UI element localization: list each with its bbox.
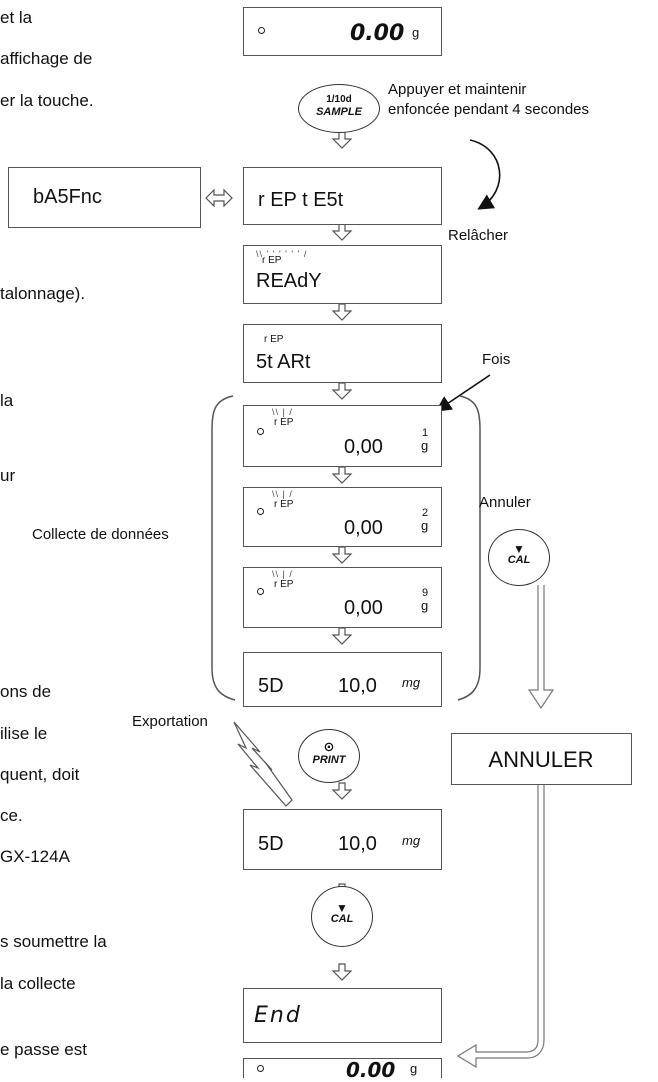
left-text-line: la xyxy=(0,391,14,410)
display-ready-text: REAdY xyxy=(256,270,322,292)
display-unit: mg xyxy=(402,833,421,848)
left-text-line: et la xyxy=(0,8,33,27)
display-value: 10,0 xyxy=(338,675,377,697)
count-label: Fois xyxy=(482,351,511,368)
triangle-down-icon: ▼ xyxy=(336,901,348,915)
display-start-text: 5t ARt xyxy=(256,351,311,373)
sample-count: 9 xyxy=(422,587,429,599)
sample-count: 1 xyxy=(422,427,429,439)
display-small-text: r EP xyxy=(262,255,282,266)
down-arrow-icon xyxy=(331,223,353,241)
left-text-line: quent, doit xyxy=(0,765,80,784)
display-data-1: \\ | / r EP 0,00 1 g xyxy=(243,405,442,467)
export-label: Exportation xyxy=(132,713,208,730)
left-text-line: ce. xyxy=(0,806,23,825)
left-text-line: la collecte xyxy=(0,974,76,993)
display-data-3: \\ | / r EP 0,00 9 g xyxy=(243,567,442,628)
display-small-text: r EP xyxy=(274,417,294,428)
display-end: End xyxy=(243,988,442,1043)
down-arrow-icon xyxy=(331,963,353,981)
left-text-line: ur xyxy=(0,466,16,485)
hold-instruction-line2: enfoncée pendant 4 secondes xyxy=(388,101,589,118)
hold-instruction-line1: Appuyer et maintenir xyxy=(388,81,527,98)
triangle-down-icon: ▼ xyxy=(513,542,525,556)
sample-key-top: 1/10d xyxy=(326,94,352,105)
display-func: bA5Fnc xyxy=(8,167,201,228)
left-text-line: e passe est xyxy=(0,1040,87,1059)
sample-key-bottom: SAMPLE xyxy=(316,106,362,118)
left-text-line: GX-124A xyxy=(0,847,70,866)
display-value: 0,00 xyxy=(344,517,383,539)
display-ready: \\ ' ' ' ' ' ' / r EP REAdY xyxy=(243,245,442,304)
display-cancel: ANNULER xyxy=(451,733,632,785)
display-sd-label: 5D xyxy=(258,833,284,855)
stable-indicator-icon xyxy=(257,508,264,515)
stable-indicator-icon xyxy=(257,428,264,435)
display-rep-test: r EP t E5t xyxy=(243,167,442,225)
curved-arrow-icon xyxy=(469,139,501,210)
print-icon: ⊙ xyxy=(323,739,335,754)
print-key[interactable]: ⊙ PRINT xyxy=(298,729,360,783)
cal-key-label: CAL xyxy=(507,554,531,566)
cal-key[interactable]: ▼ CAL xyxy=(311,886,373,947)
left-text-line: affichage de xyxy=(0,49,93,68)
display-unit: g xyxy=(421,518,429,533)
left-text-line: er la touche. xyxy=(0,91,94,110)
sample-key[interactable]: 1/10d SAMPLE xyxy=(298,84,380,133)
cancel-label: Annuler xyxy=(479,494,531,511)
display-unit: g xyxy=(421,598,429,613)
lightning-icon xyxy=(233,721,293,807)
down-arrow-icon xyxy=(331,466,353,484)
display-data-2: \\ | / r EP 0,00 2 g xyxy=(243,487,442,547)
display-small-text: r EP xyxy=(274,499,294,510)
down-arrow-icon xyxy=(331,782,353,800)
display-unit: g xyxy=(412,25,420,40)
collection-label: Collecte de données xyxy=(32,526,169,543)
display-value: 0.00 xyxy=(346,1058,396,1082)
display-unit: mg xyxy=(402,675,421,690)
cal-key-label: CAL xyxy=(330,913,354,925)
stable-indicator-icon xyxy=(258,27,265,34)
display-unit: g xyxy=(410,1061,418,1076)
display-end-text: End xyxy=(254,1003,302,1028)
print-key-label: PRINT xyxy=(312,754,346,766)
double-arrow-icon xyxy=(205,188,233,208)
left-text-line: ons de xyxy=(0,682,52,701)
release-label: Relâcher xyxy=(448,227,509,244)
down-arrow-icon xyxy=(331,627,353,645)
down-arrow-icon xyxy=(331,303,353,321)
display-sd-2: 5D 10,0 mg xyxy=(243,809,442,870)
display-value: 0,00 xyxy=(344,597,383,619)
down-arrow-icon xyxy=(331,382,353,400)
down-arrow-icon xyxy=(331,546,353,564)
display-rep-text: r EP t E5t xyxy=(258,189,344,211)
display-final: 0.00 g xyxy=(243,1058,442,1082)
left-text-line: talonnage). xyxy=(0,284,86,303)
display-value: 0.00 xyxy=(350,21,405,46)
display-sd-label: 5D xyxy=(258,675,284,697)
stable-indicator-icon xyxy=(257,588,264,595)
left-text-line: ilise le xyxy=(0,724,48,743)
display-small-text: r EP xyxy=(274,579,294,590)
left-text-line: s soumettre la xyxy=(0,932,107,951)
display-sd: 5D 10,0 mg xyxy=(243,652,442,707)
display-value: 0,00 xyxy=(344,436,383,458)
sample-count: 2 xyxy=(422,507,429,519)
display-value: 10,0 xyxy=(338,833,377,855)
cal-key-cancel[interactable]: ▼ CAL xyxy=(488,529,550,586)
display-cancel-text: ANNULER xyxy=(488,747,594,772)
display-small-text: r EP xyxy=(264,334,284,345)
stable-indicator-icon xyxy=(257,1065,264,1072)
down-arrow-icon xyxy=(331,131,353,149)
display-start: r EP 5t ARt xyxy=(243,324,442,383)
display-unit: g xyxy=(421,438,429,453)
display-func-text: bA5Fnc xyxy=(33,186,102,208)
display-top: 0.00 g xyxy=(243,7,442,56)
